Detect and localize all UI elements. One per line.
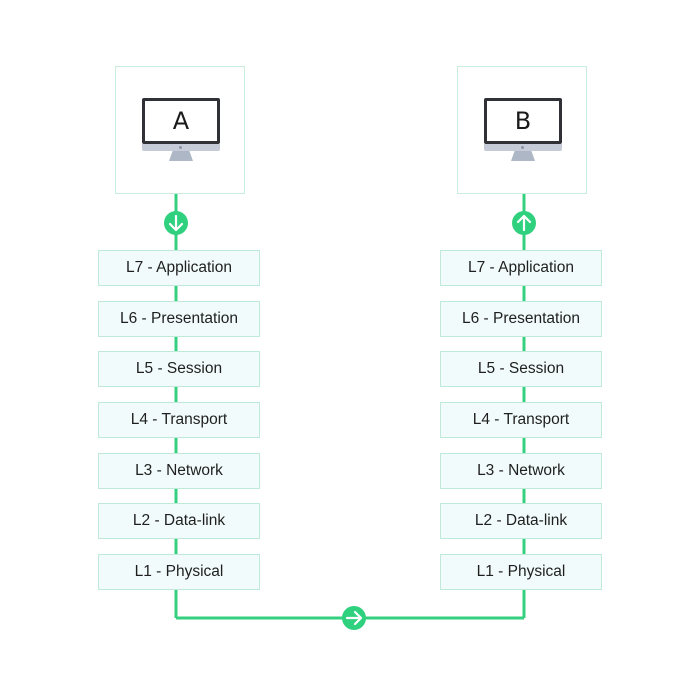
layer-l2-data-link: L2 - Data-link xyxy=(440,503,602,539)
layer-l7-application: L7 - Application xyxy=(440,250,602,286)
host-b-box: B xyxy=(457,66,587,194)
monitor-screen: A xyxy=(142,98,220,144)
computer-monitor-icon: A xyxy=(142,98,220,164)
host-a-label: A xyxy=(145,101,217,141)
host-b-label: B xyxy=(487,101,559,141)
monitor-chin xyxy=(484,144,562,151)
monitor-screen: B xyxy=(484,98,562,144)
monitor-chin xyxy=(142,144,220,151)
layer-l5-session: L5 - Session xyxy=(98,351,260,387)
layer-l1-physical: L1 - Physical xyxy=(440,554,602,590)
layer-l4-transport: L4 - Transport xyxy=(440,402,602,438)
host-a-box: A xyxy=(115,66,245,194)
computer-monitor-icon: B xyxy=(484,98,562,164)
layer-l7-application: L7 - Application xyxy=(98,250,260,286)
monitor-stand xyxy=(169,151,193,161)
layer-l2-data-link: L2 - Data-link xyxy=(98,503,260,539)
layer-l3-network: L3 - Network xyxy=(440,453,602,489)
layer-l5-session: L5 - Session xyxy=(440,351,602,387)
layer-l6-presentation: L6 - Presentation xyxy=(98,301,260,337)
arrow-up-icon xyxy=(512,211,536,235)
layer-l4-transport: L4 - Transport xyxy=(98,402,260,438)
layer-l3-network: L3 - Network xyxy=(98,453,260,489)
monitor-stand xyxy=(511,151,535,161)
layer-l6-presentation: L6 - Presentation xyxy=(440,301,602,337)
arrow-down-icon xyxy=(164,211,188,235)
arrow-right-icon xyxy=(342,606,366,630)
layer-l1-physical: L1 - Physical xyxy=(98,554,260,590)
